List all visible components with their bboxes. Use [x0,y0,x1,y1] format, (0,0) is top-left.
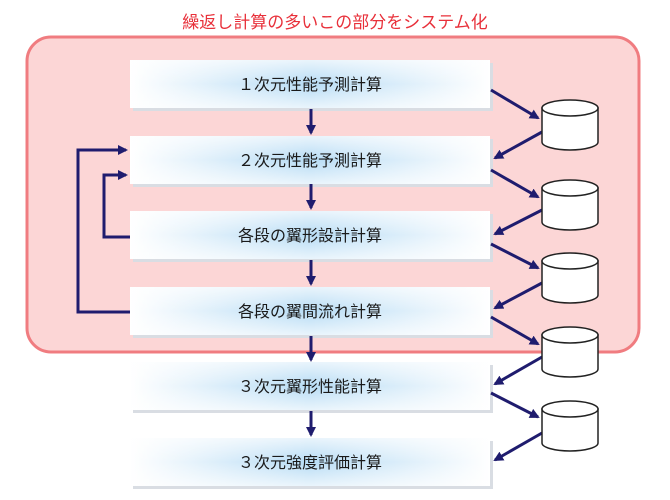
process-step-4: 各段の翼間流れ計算 [130,287,493,338]
system-scope-title: 繰返し計算の多いこの部分をシステム化 [182,13,488,33]
database-cylinder-3 [541,252,599,304]
arrow-db5-to-step6 [493,431,543,462]
systemized-region [25,35,641,354]
process-step-label: 各段の翼間流れ計算 [238,302,382,321]
database-cylinder-4 [541,326,599,378]
arrow-db2-to-step3 [493,208,543,236]
process-step-6: ３次元強度評価計算 [130,438,493,489]
arrow-step2-to-db2 [490,168,540,199]
loop-arrow-outer [76,145,130,314]
process-step-1: １次元性能予測計算 [130,60,493,111]
arrow-step3-to-db3 [490,242,540,270]
process-step-label: ２次元性能予測計算 [238,151,382,170]
database-cylinder-2 [541,179,599,231]
arrow-step1-to-db1 [490,88,540,120]
process-step-label: １次元性能予測計算 [238,75,382,94]
process-step-2: ２次元性能予測計算 [130,136,493,187]
process-step-label: ３次元強度評価計算 [238,453,382,472]
process-step-5: ３次元翼形性能計算 [130,362,493,413]
process-step-label: ３次元翼形性能計算 [238,377,382,396]
loop-arrow-inner [102,170,130,239]
arrow-db3-to-step4 [493,281,543,310]
arrow-db1-to-step2 [493,130,543,160]
database-cylinder-1 [541,99,599,151]
arrow-step4-to-db4 [490,315,540,346]
arrow-step5-to-db5 [490,391,540,419]
arrow-db4-to-step5 [493,355,543,386]
database-cylinder-5 [541,400,599,452]
process-step-3: 各段の翼形設計計算 [130,211,493,262]
process-step-label: 各段の翼形設計計算 [238,226,382,245]
